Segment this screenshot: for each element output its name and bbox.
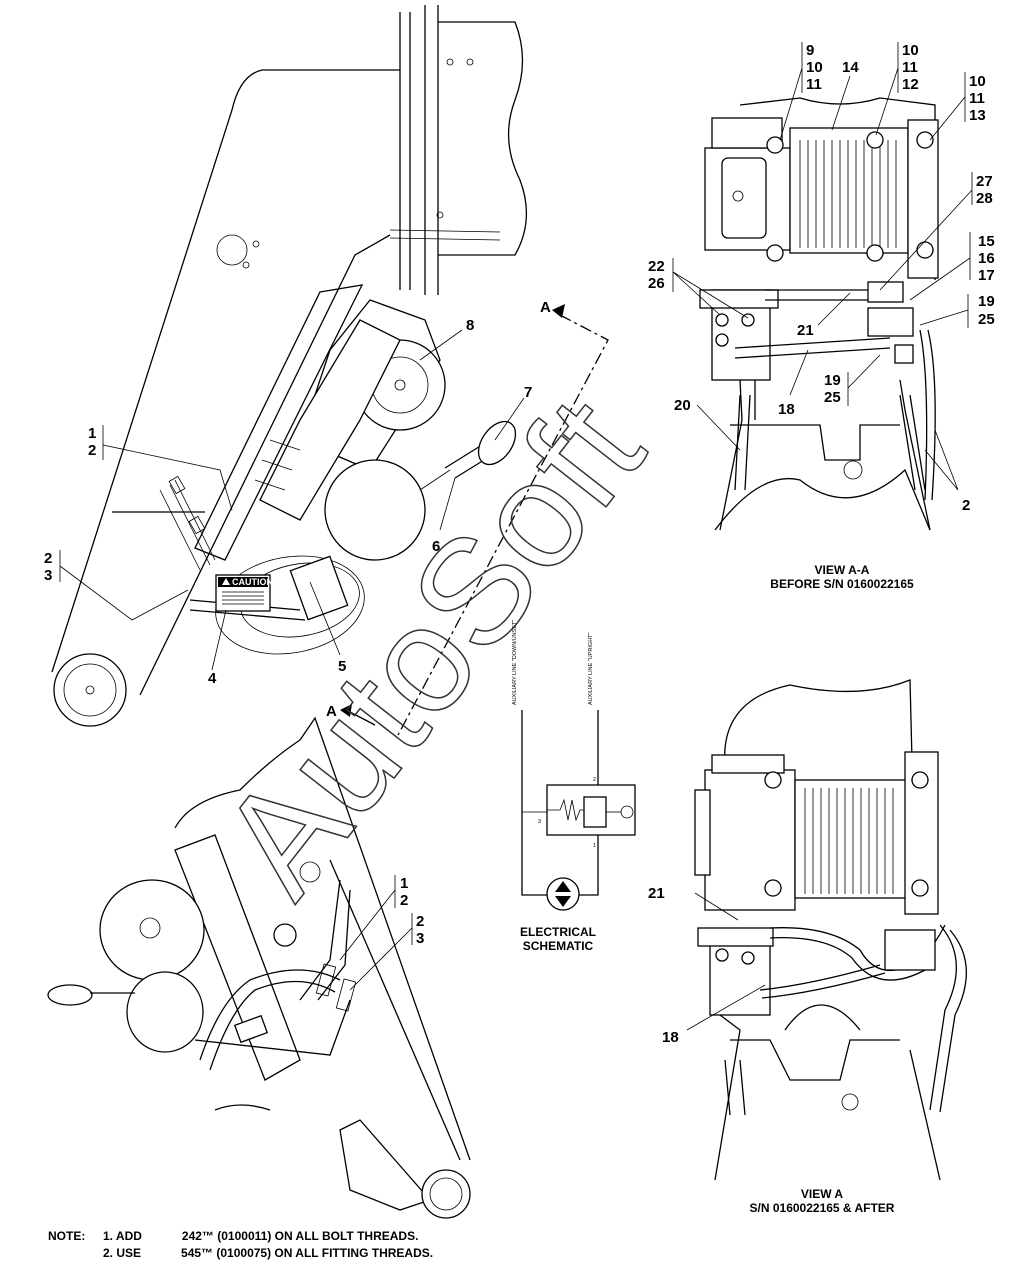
callout-21: 21: [648, 885, 665, 902]
callout-9: 9: [806, 42, 814, 59]
callout-8: 8: [466, 317, 474, 334]
port-3: 3: [538, 819, 541, 825]
view-aa-leaders: [672, 42, 973, 491]
view-a-drawing: [694, 679, 967, 1181]
callout-5: 5: [338, 658, 346, 675]
lower-callout-leaders: [339, 875, 413, 991]
note-2-start: 2. USE: [103, 1246, 142, 1260]
caution-decal: CAUTION: [215, 574, 273, 612]
callout-2: 2: [44, 550, 52, 567]
callout-2: 2: [400, 892, 408, 909]
notes-heading: NOTE:: [48, 1229, 86, 1243]
callout-11: 11: [806, 76, 822, 93]
view-aa-title: VIEW A-A: [815, 563, 870, 577]
callout-28: 28: [976, 190, 993, 207]
port-2: 2: [593, 777, 596, 783]
callout-22: 22: [648, 258, 665, 275]
callout-15: 15: [978, 233, 995, 250]
section-marker-a-bottom: A: [326, 703, 337, 720]
callout-26: 26: [648, 275, 665, 292]
view-aa-drawing: [699, 97, 939, 531]
callout-10: 10: [806, 59, 823, 76]
schematic-title-2: SCHEMATIC: [523, 939, 594, 953]
callout-1: 1: [400, 875, 408, 892]
callout-11: 11: [969, 90, 985, 107]
callout-19: 19: [978, 293, 995, 310]
view-a-subtitle: S/N 0160022165 & AFTER: [750, 1201, 895, 1215]
note-1-end: 242™ (0100011) ON ALL BOLT THREADS.: [181, 1229, 419, 1243]
aux-line-down-label: AUXILIARY LINE "DOWN/UNSET": [512, 620, 518, 705]
callout-13: 13: [969, 107, 986, 124]
callout-27: 27: [976, 173, 993, 190]
callout-12: 12: [902, 76, 919, 93]
callout-19: 19: [824, 372, 841, 389]
callout-16: 16: [978, 250, 995, 267]
callout-2: 2: [962, 497, 970, 514]
callout-7: 7: [524, 384, 532, 401]
callout-10: 10: [902, 42, 919, 59]
callout-2: 2: [416, 913, 424, 930]
upper-callout-leaders: [59, 329, 525, 671]
callout-10: 10: [969, 73, 986, 90]
callout-2: 2: [88, 442, 96, 459]
port-1: 1: [593, 843, 596, 849]
callout-3: 3: [416, 930, 424, 947]
callout-6: 6: [432, 538, 440, 555]
callout-11: 11: [902, 59, 918, 76]
callout-20: 20: [674, 397, 691, 414]
note-2-end: 545™ (0100075) ON ALL FITTING THREADS.: [181, 1246, 434, 1260]
callout-1: 1: [88, 425, 96, 442]
callout-18: 18: [778, 401, 795, 418]
callout-4: 4: [208, 670, 217, 687]
view-a-title: VIEW A: [801, 1187, 844, 1201]
caution-header: CAUTION: [232, 577, 273, 587]
aux-line-up-label: AUXILIARY LINE "UPRIGHT": [588, 632, 594, 705]
watermark-text: AutoSoft: [188, 368, 675, 925]
view-a-leaders: [686, 892, 766, 1031]
notes-block: NOTE: 1. ADD 242™ (0100011) ON ALL BOLT TH…: [48, 1228, 433, 1262]
callout-25: 25: [978, 311, 995, 328]
upper-boom-assembly: CAUTION A A: [51, 5, 609, 736]
callout-17: 17: [978, 267, 995, 284]
electrical-schematic: 2 3 1 AUXILIARY LINE "DOWN/UNSET" AUXILI…: [512, 620, 636, 953]
note-1-start: 1. ADD: [103, 1229, 142, 1243]
schematic-title-1: ELECTRICAL: [520, 925, 596, 939]
lower-boom-assembly: [47, 716, 471, 1219]
callout-18: 18: [662, 1029, 679, 1046]
view-aa-subtitle: BEFORE S/N 0160022165: [770, 577, 914, 591]
section-marker-a-top: A: [540, 299, 551, 316]
callout-3: 3: [44, 567, 52, 584]
callout-21: 21: [797, 322, 814, 339]
callout-25: 25: [824, 389, 841, 406]
callout-14: 14: [842, 59, 859, 76]
